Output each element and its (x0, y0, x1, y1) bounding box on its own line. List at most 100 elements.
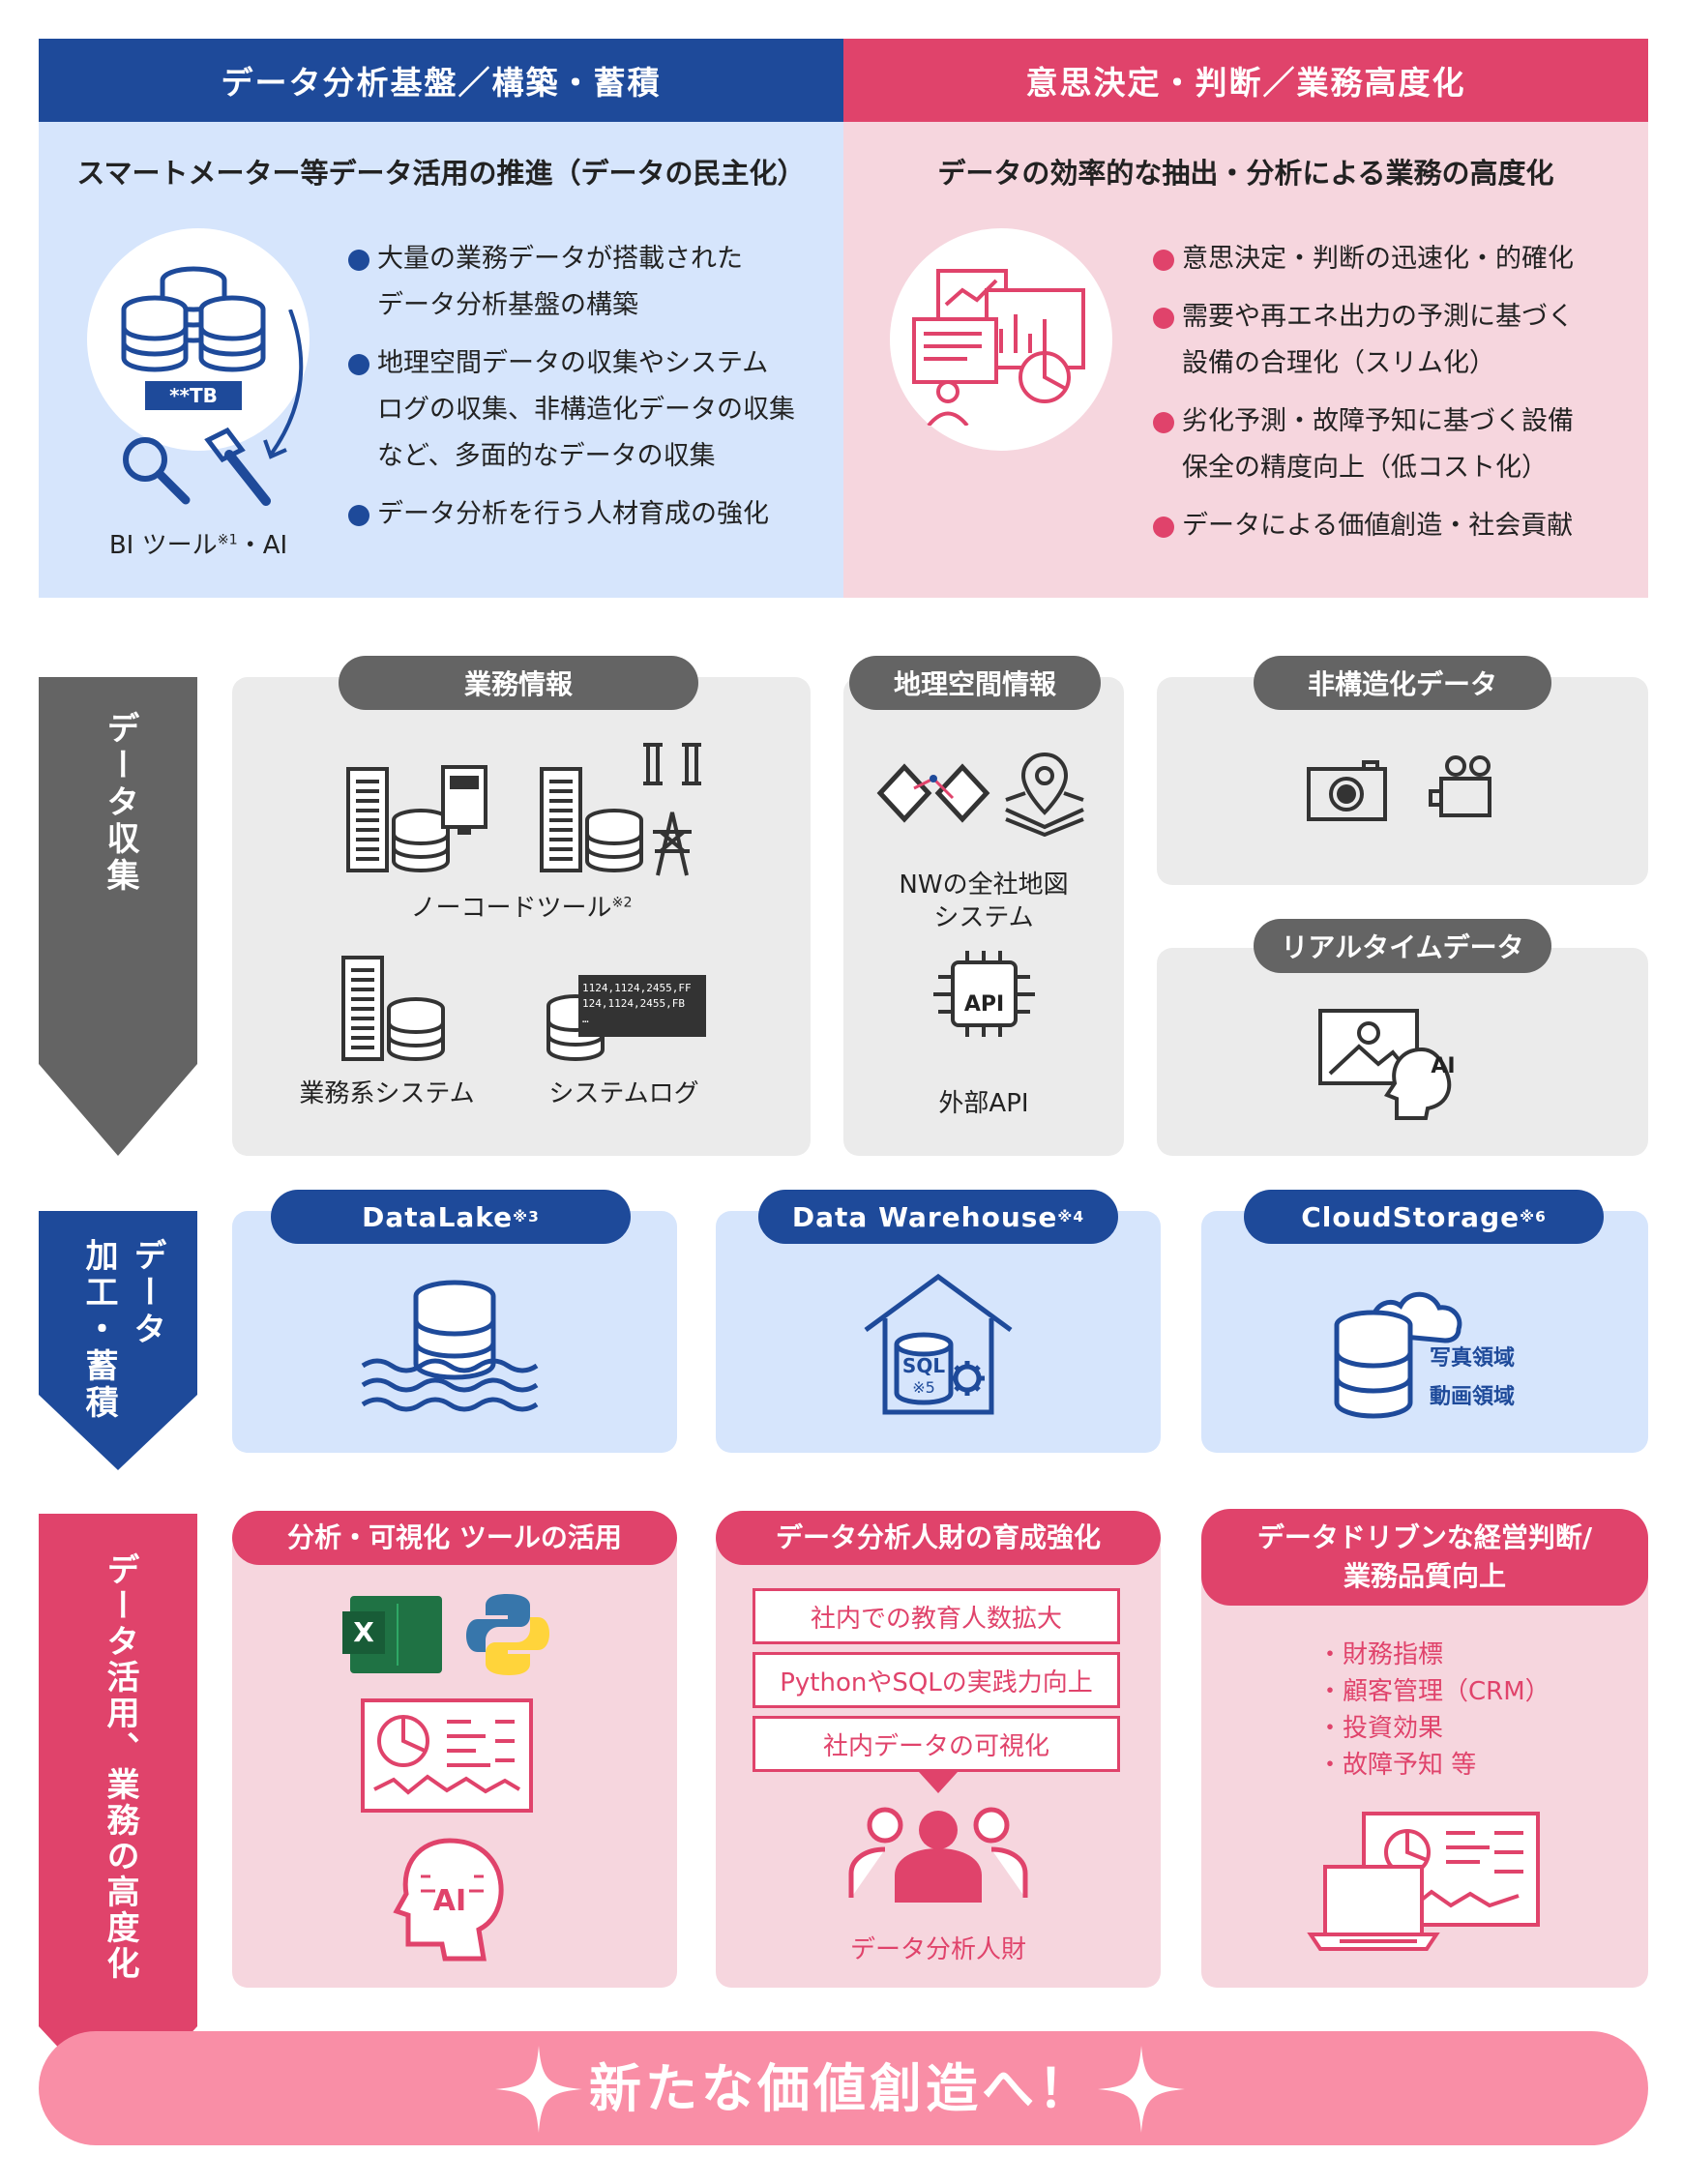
list-item-cont: 設備の合理化（スリム化） (1182, 348, 1495, 378)
python-icon (466, 1594, 549, 1675)
realtime-tab: リアルタイムデータ (1254, 919, 1551, 973)
use-side-arrow (39, 1514, 197, 2111)
driven-tab-line-1: データドリブンな経営判断/ (1256, 1521, 1593, 1553)
server-db-icon-2 (540, 767, 643, 873)
image-ai-icon (1318, 1009, 1452, 1120)
list-item-cont: データ分析基盤の構築 (377, 290, 638, 320)
list-item: 地理空間データの収集やシステム (348, 340, 832, 387)
sparkle-icon-right (1098, 2046, 1185, 2133)
nw-label-1: NWの全社地図 (899, 871, 1069, 900)
business-info-tab: 業務情報 (339, 656, 698, 710)
api-chip-icon (933, 951, 1035, 1037)
cloud-labels: 写真領域動画領域 (1430, 1340, 1515, 1417)
process-side-label-2: 加工・蓄積 (79, 1238, 118, 1422)
list-item: 意思決定・判断の迅速化・的確化 (1153, 236, 1637, 282)
list-item-cont: など、多面的なデータの収集 (377, 441, 716, 471)
tb-label: **TB (169, 384, 218, 407)
warehouse-sql-icon (864, 1273, 1013, 1415)
driven-item: ・投資効果 (1317, 1714, 1444, 1743)
ai-chip-label: AI (1431, 1054, 1456, 1078)
camera-icon (1307, 760, 1387, 821)
driven-item: ・故障予知 等 (1317, 1751, 1477, 1780)
process-side-label-1: データ (128, 1238, 166, 1348)
footer-banner (39, 2031, 1648, 2145)
sql-note: ※5 (912, 1378, 935, 1397)
bullet-text: 大量の業務データが搭載された (377, 244, 743, 274)
sql-label: SQL (901, 1354, 946, 1377)
nocode-label: ノーコードツール※2 (232, 888, 811, 924)
video-camera-icon (1429, 755, 1491, 817)
use-side-label: データ活用、業務の高度化 (101, 1552, 139, 1982)
list-item-cont: 保全の精度向上（低コスト化） (1182, 453, 1548, 483)
left-bullet-list: 大量の業務データが搭載された データ分析基盤の構築 地理空間データの収集やシステ… (348, 236, 832, 549)
dashboard-icon (361, 1698, 533, 1813)
ai-head-icon (393, 1838, 504, 1962)
bullet-text: データによる価値創造・社会貢献 (1182, 511, 1574, 541)
datalake-tab-note: ※3 (513, 1208, 540, 1225)
right-subtitle: データの効率的な抽出・分析による業務の高度化 (937, 157, 1554, 190)
list-item-cont: ログの収集、非構造化データの収集 (377, 395, 795, 425)
arrow-curve-icon (263, 310, 304, 459)
right-header-title: 意思決定・判断／業務高度化 (1025, 64, 1466, 102)
talent-item-1: 社内での教育人数拡大 (753, 1588, 1120, 1644)
log-terminal: 1124,1124,2455,FF 124,1124,2455,FB … (578, 975, 706, 1037)
api-chip-label: API (963, 992, 1005, 1017)
log-line: 124,1124,2455,FB (582, 997, 685, 1010)
talent-caption: データ分析人財 (849, 1935, 1026, 1964)
bullet-text: 劣化予測・故障予知に基づく設備 (1182, 406, 1574, 436)
bullet-text: 意思決定・判断の迅速化・的確化 (1182, 244, 1574, 274)
cloud-tab-note: ※6 (1520, 1208, 1547, 1225)
datalake-tab: DataLake※3 (271, 1190, 631, 1244)
process-side-arrow (39, 1211, 197, 1470)
driven-item: ・顧客管理（CRM） (1317, 1677, 1550, 1706)
nw-label-2: システム (933, 903, 1034, 932)
unstructured-box (1157, 677, 1648, 885)
list-item: 大量の業務データが搭載された (348, 236, 832, 282)
smart-meter-icon (441, 765, 487, 835)
list-item: データによる価値創造・社会貢献 (1153, 503, 1637, 549)
map-pin-layers-icon (1005, 752, 1084, 837)
talent-tab: データ分析人財の育成強化 (716, 1511, 1161, 1565)
footer-text: 新たな価値創造へ！ (589, 2058, 1094, 2119)
list-item: 需要や再エネ出力の予測に基づく (1153, 294, 1637, 340)
bi-caption-tail: ・AI (237, 531, 288, 560)
excel-icon: X (342, 1596, 442, 1673)
driven-tab-line-2: 業務品質向上 (1343, 1560, 1506, 1592)
datalake-tab-text: DataLake (362, 1200, 514, 1233)
syslog-label: システムログ (548, 1079, 699, 1108)
analysis-dashboard-icon (912, 269, 1085, 426)
nw-label: NWの全社地図システム (843, 869, 1124, 934)
magnifier-icon (123, 437, 191, 505)
bi-caption-note: ※1 (217, 532, 238, 548)
left-header: データ分析基盤／構築・蓄積 (39, 39, 843, 122)
left-subtitle: スマートメーター等データ活用の推進（データの民主化） (76, 157, 806, 190)
cloud-tab-text: CloudStorage (1301, 1200, 1521, 1233)
log-line: 1124,1124,2455,FF (582, 982, 692, 994)
collect-side-label: データ収集 (101, 711, 139, 895)
bi-caption-text: BI ツール (108, 531, 218, 560)
geo-info-tab: 地理空間情報 (849, 656, 1101, 710)
database-icon (121, 266, 266, 410)
excel-icon-grid (397, 1604, 435, 1666)
driven-item: ・財務指標 (1317, 1640, 1444, 1669)
list-item: データ分析を行う人材育成の強化 (348, 491, 832, 538)
right-bullet-list: 意思決定・判断の迅速化・的確化 需要や再エネ出力の予測に基づく 設備の合理化（ス… (1153, 236, 1637, 561)
nocode-text: ノーコードツール (410, 894, 612, 923)
business-system-icon (341, 956, 445, 1062)
right-header: 意思決定・判断／業務高度化 (843, 39, 1648, 122)
cloud-tab: CloudStorage※6 (1244, 1190, 1604, 1244)
geo-info-box (843, 677, 1124, 1156)
sparkle-icon-left (495, 2046, 582, 2133)
down-triangle-icon (919, 1772, 958, 1793)
bi-caption: BI ツール※1・AI (87, 525, 310, 561)
dwh-tab-text: Data Warehouse (791, 1200, 1058, 1233)
dwh-tab-note: ※4 (1057, 1208, 1085, 1225)
talent-item-3: 社内データの可視化 (753, 1716, 1120, 1772)
server-db-icon (346, 767, 450, 873)
bizsys-label: 業務系システム (299, 1079, 475, 1108)
business-info-box (232, 677, 811, 1156)
bullet-text: 需要や再エネ出力の予測に基づく (1182, 302, 1574, 332)
tools-tab: 分析・可視化 ツールの活用 (232, 1511, 677, 1565)
nocode-note: ※2 (611, 895, 633, 911)
talent-item-2: PythonやSQLの実践力向上 (753, 1652, 1120, 1708)
